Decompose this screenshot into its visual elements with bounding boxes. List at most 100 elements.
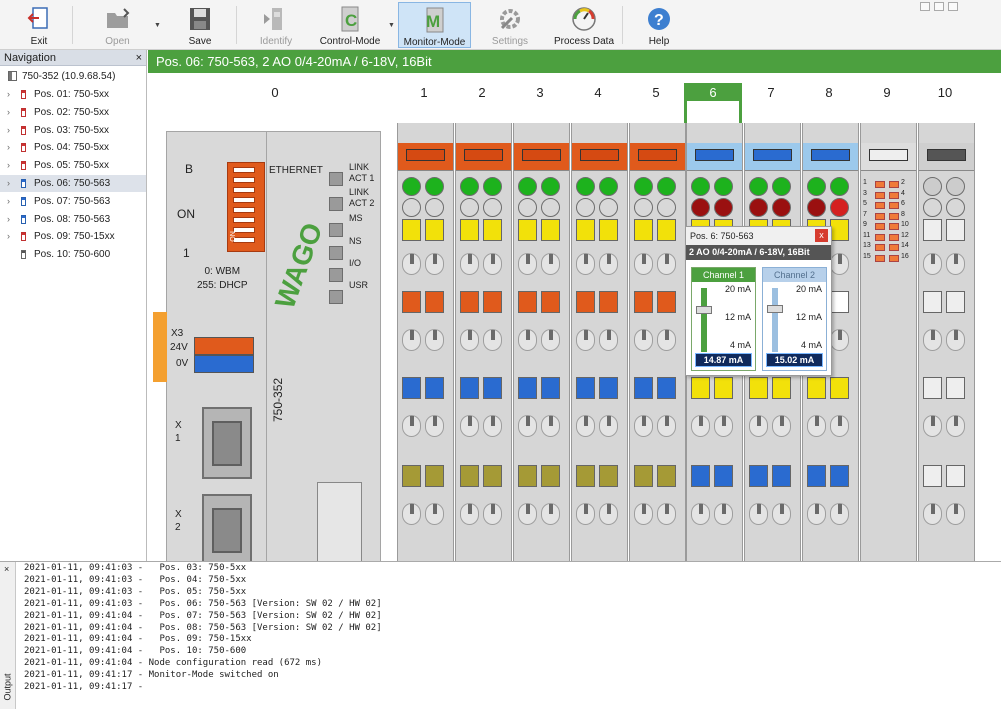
terminal-release — [830, 503, 849, 525]
expand-arrow-icon[interactable]: › — [7, 160, 10, 171]
nav-root-node[interactable]: 750-352 (10.9.68.54) — [0, 68, 146, 85]
position-number: 0 — [271, 85, 279, 100]
terminal-release — [749, 503, 768, 525]
terminal-marker — [599, 465, 618, 487]
slot9-channel-number: 9 — [863, 221, 867, 228]
nav-item-label: Pos. 02: 750-5xx — [34, 106, 110, 118]
module-led — [946, 198, 965, 217]
nav-item[interactable]: ›Pos. 07: 750-563 — [0, 193, 146, 210]
channel-slider-thumb[interactable] — [767, 305, 783, 314]
terminal-release — [483, 415, 502, 437]
io-module[interactable] — [571, 123, 628, 561]
exit-button[interactable]: Exit — [14, 2, 64, 48]
terminal-marker — [518, 291, 537, 313]
log-line: 2021-01-11, 09:41:03 - Pos. 03: 750-5xx — [24, 563, 247, 573]
terminal-release — [714, 415, 733, 437]
nav-item[interactable]: ›Pos. 08: 750-563 — [0, 211, 146, 228]
module-marker-icon — [21, 214, 26, 224]
address-dip-switch[interactable]: ON — [227, 162, 265, 252]
expand-arrow-icon[interactable]: › — [7, 231, 10, 242]
channel-slider-thumb[interactable] — [696, 305, 712, 314]
module-cap — [456, 143, 511, 171]
terminal-release — [483, 503, 502, 525]
terminal-marker — [599, 291, 618, 313]
window-close-icon[interactable] — [948, 2, 958, 11]
io-module[interactable] — [918, 123, 975, 561]
svg-text:M: M — [426, 12, 440, 31]
nav-item[interactable]: ›Pos. 05: 750-5xx — [0, 157, 146, 174]
popup-close-button[interactable]: x — [815, 229, 828, 242]
module-cap — [919, 143, 974, 171]
io-module[interactable] — [629, 123, 686, 561]
expand-arrow-icon[interactable]: › — [7, 213, 10, 224]
module-marker-icon — [21, 90, 26, 99]
io-module[interactable] — [513, 123, 570, 561]
nav-item[interactable]: ›Pos. 01: 750-5xx — [0, 86, 146, 103]
close-icon[interactable]: × — [135, 52, 142, 64]
module-led — [425, 198, 444, 217]
module-led — [807, 177, 826, 196]
io-module[interactable] — [455, 123, 512, 561]
control-mode-button[interactable]: C Control-Mode — [316, 2, 384, 48]
module-marker-icon — [21, 250, 26, 260]
terminal-release — [923, 415, 942, 437]
module-marker-icon — [21, 179, 26, 188]
settings-button[interactable]: Settings — [485, 2, 535, 48]
ethernet-port-x1[interactable] — [202, 407, 252, 479]
module-led — [402, 177, 421, 196]
terminal-marker — [460, 465, 479, 487]
nav-item[interactable]: Pos. 10: 750-600 — [0, 246, 146, 263]
control-mode-dropdown-arrow[interactable]: ▼ — [388, 22, 395, 29]
terminal-release — [830, 329, 849, 351]
module-title: Pos. 06: 750-563, 2 AO 0/4-20mA / 6-18V,… — [156, 54, 432, 69]
terminal-release — [576, 329, 595, 351]
monitor-mode-button[interactable]: M Monitor-Mode — [398, 2, 471, 48]
help-button[interactable]: ? Help — [634, 2, 684, 48]
fieldbus-coupler[interactable]: B ON 1 ON 0: WBM 255: DHCP X3 24V 0V X 1… — [153, 131, 381, 561]
terminal-release — [772, 503, 791, 525]
nav-item[interactable]: ›Pos. 03: 750-5xx — [0, 122, 146, 139]
terminal-marker — [691, 377, 710, 399]
window-grid-icon[interactable] — [920, 2, 930, 11]
terminal-marker — [402, 377, 421, 399]
ethernet-port-x2[interactable] — [202, 494, 252, 561]
module-marker-icon — [21, 143, 26, 153]
nav-item[interactable]: › Pos. 02: 750-5xx — [0, 104, 146, 121]
expand-arrow-icon[interactable]: › — [7, 142, 10, 153]
module-led — [576, 177, 595, 196]
identify-button[interactable]: Identify — [251, 2, 301, 48]
nav-item[interactable]: ›Pos. 04: 750-5xx — [0, 139, 146, 156]
module-led — [772, 177, 791, 196]
module-led — [830, 198, 849, 217]
position-number: 3 — [536, 85, 544, 100]
terminal-marker — [691, 465, 710, 487]
slot9-channel-number: 10 — [901, 221, 909, 228]
save-button[interactable]: Save — [175, 2, 225, 48]
expand-arrow-icon[interactable]: › — [7, 195, 10, 206]
expand-arrow-icon[interactable]: › — [7, 89, 10, 99]
expand-arrow-icon[interactable]: › — [7, 124, 10, 135]
output-close-icon[interactable]: × — [4, 564, 10, 574]
open-dropdown-arrow[interactable]: ▼ — [154, 22, 161, 29]
24v-label: 24V — [170, 342, 188, 353]
dip-label-1: 1 — [183, 246, 190, 260]
module-led — [402, 198, 421, 217]
expand-arrow-icon[interactable]: › — [7, 106, 10, 117]
popup-titlebar: Pos. 6: 750-563 x — [686, 227, 831, 245]
output-log[interactable]: 2021-01-11, 09:41:03 - Pos. 03: 750-5xx 2… — [24, 563, 382, 694]
nav-item[interactable]: ›Pos. 06: 750-563 — [0, 175, 146, 192]
selected-position-tab[interactable] — [684, 83, 742, 101]
process-data-button[interactable]: Process Data — [551, 2, 617, 48]
open-button[interactable]: Open — [90, 2, 145, 48]
nav-item[interactable]: ›Pos. 09: 750-15xx — [0, 228, 146, 245]
channel-led — [875, 181, 885, 188]
module-led — [599, 177, 618, 196]
window-restore-icon[interactable] — [934, 2, 944, 11]
expand-arrow-icon[interactable]: › — [7, 178, 10, 188]
terminal-marker — [402, 291, 421, 313]
log-line: 2021-01-11, 09:41:04 - Pos. 10: 750-600 — [24, 646, 247, 657]
io-module[interactable] — [397, 123, 454, 561]
